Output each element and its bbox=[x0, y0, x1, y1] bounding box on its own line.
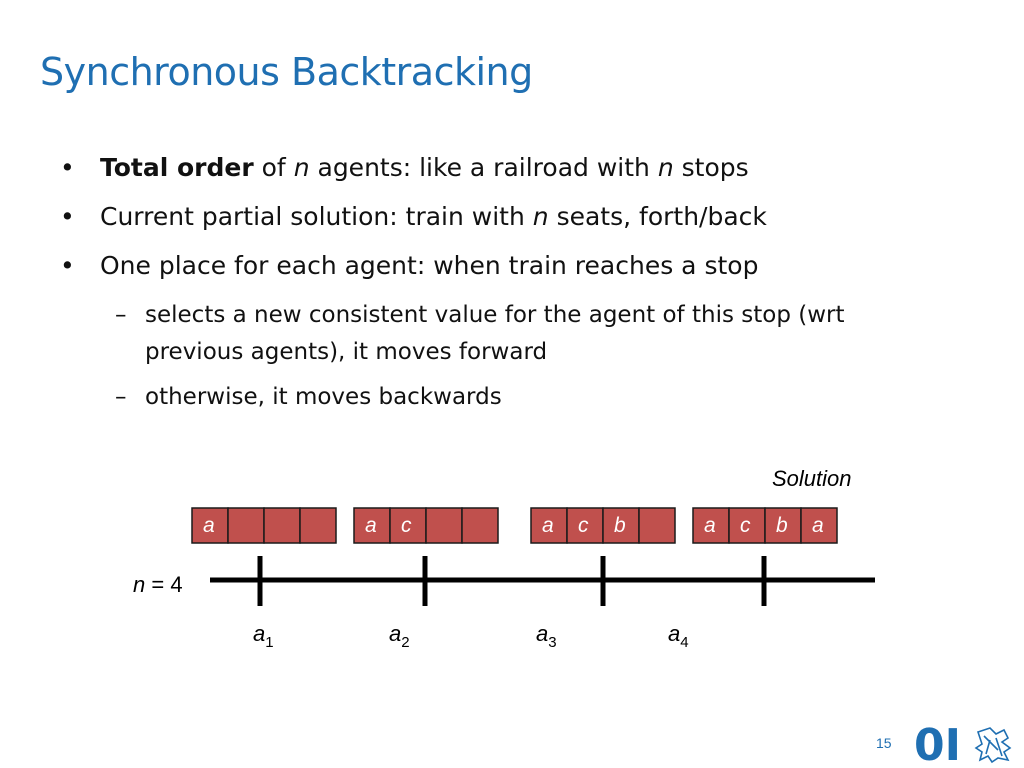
sub-bullet-dash: – bbox=[115, 384, 127, 410]
n-label: n = 4 bbox=[133, 572, 183, 597]
seat-value: a bbox=[203, 514, 215, 537]
seat-value: c bbox=[578, 514, 589, 537]
bullet-text: Current partial solution: train with n s… bbox=[100, 202, 767, 231]
bullet-text-segment: n bbox=[657, 153, 674, 182]
seat-value: a bbox=[365, 514, 377, 537]
bullet-text-segment: stops bbox=[673, 153, 749, 182]
train-seat bbox=[353, 507, 391, 544]
stop-label-base: a bbox=[253, 621, 265, 646]
train-seat bbox=[461, 507, 499, 544]
page-number: 15 bbox=[876, 735, 892, 751]
train: a bbox=[191, 507, 337, 544]
stop-label: a3 bbox=[536, 621, 557, 651]
train-seat bbox=[191, 507, 229, 544]
bullet-text-segment: of bbox=[253, 153, 294, 182]
university-logo: 0I bbox=[914, 720, 1012, 766]
bullet-text-segment: seats, forth/back bbox=[548, 202, 767, 231]
bullet-text-segment: n bbox=[293, 153, 310, 182]
train-seat bbox=[299, 507, 337, 544]
stop-label-base: a bbox=[668, 621, 680, 646]
stop-label-subscript: 4 bbox=[680, 634, 688, 651]
stop-label-subscript: 1 bbox=[265, 634, 273, 651]
bullet-dot: • bbox=[60, 153, 75, 182]
bullet-item: • Current partial solution: train with n … bbox=[60, 199, 960, 235]
track-group bbox=[210, 556, 875, 606]
n-label-var: n bbox=[133, 572, 145, 597]
train-seat bbox=[800, 507, 838, 544]
stop-label: a2 bbox=[389, 621, 410, 651]
seat-value: c bbox=[401, 514, 412, 537]
bullet-text: One place for each agent: when train rea… bbox=[100, 251, 758, 280]
stop-label-base: a bbox=[389, 621, 401, 646]
train-seat bbox=[764, 507, 802, 544]
lion-emblem-icon bbox=[974, 727, 1012, 764]
sub-bullet-text: otherwise, it moves backwards bbox=[145, 384, 502, 410]
bullet-text-segment: One place for each agent: when train rea… bbox=[100, 251, 759, 280]
train-seat bbox=[566, 507, 604, 544]
seat-value: a bbox=[812, 514, 824, 537]
seat-value: b bbox=[776, 514, 788, 537]
bullet-item: • One place for each agent: when train re… bbox=[60, 248, 960, 284]
sub-bullet-item: –otherwise, it moves backwards bbox=[60, 379, 915, 416]
train-seat bbox=[728, 507, 766, 544]
bullet-text-segment: agents: like a railroad with bbox=[309, 153, 658, 182]
train-seat bbox=[263, 507, 301, 544]
train-seat bbox=[638, 507, 676, 544]
bullet-text-segment: Total order bbox=[100, 153, 254, 182]
bullet-text-segment: n bbox=[532, 202, 549, 231]
n-label-rest: = 4 bbox=[145, 572, 182, 597]
stop-label: a1 bbox=[253, 621, 274, 651]
train-seat bbox=[389, 507, 427, 544]
sub-bullet-dash: – bbox=[115, 302, 127, 328]
stop-label-base: a bbox=[536, 621, 548, 646]
slide-title: Synchronous Backtracking bbox=[40, 50, 533, 94]
bullet-dot: • bbox=[60, 202, 75, 231]
solution-label: Solution bbox=[772, 466, 852, 491]
sub-bullet-item: –selects a new consistent value for the … bbox=[60, 297, 915, 371]
stop-label-subscript: 2 bbox=[401, 634, 409, 651]
bullet-dot: • bbox=[60, 251, 75, 280]
stop-label: a4 bbox=[668, 621, 689, 651]
train-seat bbox=[227, 507, 265, 544]
bullet-text: Total order of n agents: like a railroad… bbox=[100, 153, 749, 182]
seat-value: a bbox=[704, 514, 716, 537]
seat-value: a bbox=[542, 514, 554, 537]
seat-value: b bbox=[614, 514, 626, 537]
sub-bullet-text: selects a new consistent value for the a… bbox=[145, 302, 845, 365]
bullet-text-segment: Current partial solution: train with bbox=[100, 202, 533, 231]
stop-label-subscript: 3 bbox=[548, 634, 556, 651]
train-seat bbox=[425, 507, 463, 544]
seat-value: c bbox=[740, 514, 751, 537]
bullet-list: • Total order of n agents: like a railroa… bbox=[60, 150, 960, 424]
bullet-item: • Total order of n agents: like a railroa… bbox=[60, 150, 960, 186]
logo-text: 0I bbox=[914, 720, 961, 766]
